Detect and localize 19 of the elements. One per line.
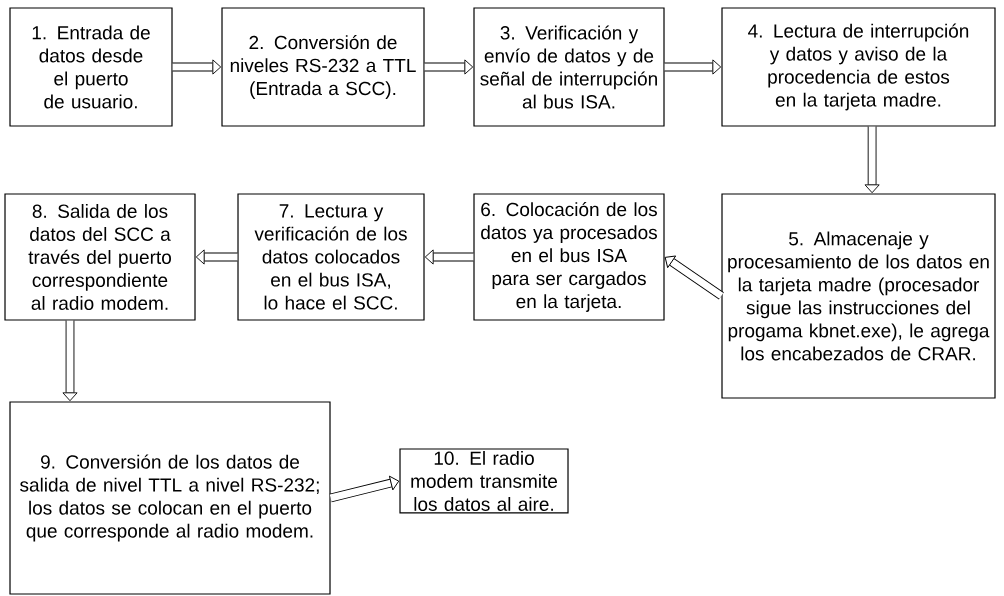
process-box: 2. Conversión de niveles RS-232 a TTL (Entrada a SCC). <box>221 7 425 127</box>
process-box: 1. Entrada de datos desde el puerto de usuario. <box>9 7 173 127</box>
arrow <box>424 59 474 75</box>
process-box: 10. El radio modem transmite los datos al aire. <box>399 448 569 514</box>
process-box: 9. Conversión de los datos de salida de nivel TTL a nivel RS-232; los datos se colocan en el puerto que corresponde al radio modem. <box>9 401 331 595</box>
process-box: 3. Verificación y envío de datos y de señal de interrupción al bus ISA. <box>473 7 665 127</box>
arrow <box>62 320 78 402</box>
process-box: 6. Colocación de los datos ya procesados en el bus ISA para ser cargados en la tarjeta. <box>473 193 665 321</box>
arrow <box>195 249 238 265</box>
arrow <box>172 59 222 75</box>
process-box: 4. Lectura de interrupción y datos y aviso de la procedencia de estos en la tarjeta madre. <box>721 7 996 127</box>
process-box: 8. Salida de los datos del SCC a través del puerto correspondiente al radio modem. <box>4 193 196 321</box>
arrow <box>424 249 474 265</box>
arrow <box>864 126 880 194</box>
arrow <box>664 59 722 75</box>
arrow <box>664 255 724 300</box>
process-box: 7. Lectura y verificación de los datos colocados en el bus ISA, lo hace el SCC. <box>237 193 425 321</box>
arrow <box>329 475 400 503</box>
process-box: 5. Almacenaje y procesamiento de los datos en la tarjeta madre (procesador sigue las instrucciones del progama kbnet.exe), le agrega los encabezados de CRAR. <box>721 193 996 399</box>
